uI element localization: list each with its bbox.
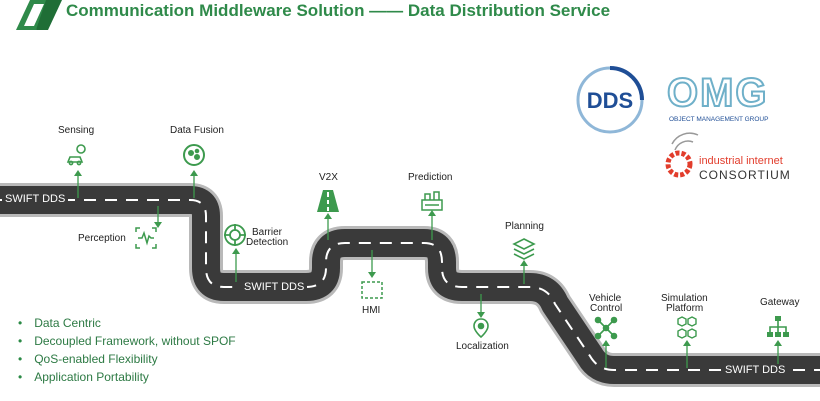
feature-item: •Data Centric xyxy=(18,316,101,330)
node-label-hmi: HMI xyxy=(362,305,381,316)
localization-icon xyxy=(473,318,489,339)
node-label-simulation-platform-1: Simulation xyxy=(661,293,708,304)
road-label-4: SWIFT DDS xyxy=(722,364,789,377)
road-label-2: SWIFT DDS xyxy=(241,281,308,294)
gateway-network-icon xyxy=(767,316,789,337)
node-label-v2x: V2X xyxy=(319,172,338,183)
node-label-perception: Perception xyxy=(78,233,126,244)
v2x-road-icon xyxy=(317,190,339,212)
dds-logo: DDS xyxy=(576,66,644,134)
node-label-barrier-detection-2: Detection xyxy=(246,237,289,248)
iic-logo-line2: CONSORTIUM xyxy=(699,168,791,182)
feature-list: •Data Centric •Decoupled Framework, with… xyxy=(18,314,236,386)
vehicle-control-icon xyxy=(594,316,618,340)
node-label-sensing: Sensing xyxy=(58,125,95,136)
hmi-screen-icon xyxy=(361,281,383,299)
data-fusion-icon xyxy=(183,144,205,166)
node-label-data-fusion: Data Fusion xyxy=(170,125,224,136)
dds-logo-text: DDS xyxy=(587,88,633,113)
road-label-1: SWIFT DDS xyxy=(2,193,69,206)
prediction-icon xyxy=(421,191,443,211)
feature-item: •Decoupled Framework, without SPOF xyxy=(18,334,236,348)
simulation-platform-icon xyxy=(677,316,697,339)
node-label-vehicle-control-2: Control xyxy=(590,303,623,314)
partner-logos: DDS OMG OBJECT MANAGEMENT GROUP industri… xyxy=(576,66,791,182)
iic-logo-line1: industrial internet xyxy=(699,155,783,167)
feature-item: •Application Portability xyxy=(18,370,149,384)
planning-layers-icon xyxy=(512,238,536,260)
perception-icon xyxy=(135,227,157,249)
sensing-icon xyxy=(66,144,86,166)
node-label-localization: Localization xyxy=(456,341,509,352)
feature-item: •QoS-enabled Flexibility xyxy=(18,352,158,366)
iic-logo: industrial internet CONSORTIUM xyxy=(665,132,791,182)
omg-logo: OMG OBJECT MANAGEMENT GROUP xyxy=(666,70,769,123)
node-label-prediction: Prediction xyxy=(408,172,453,183)
node-label-simulation-platform-2: Platform xyxy=(666,303,704,314)
node-label-vehicle-control-1: Vehicle xyxy=(589,293,622,304)
node-label-gateway: Gateway xyxy=(760,297,800,308)
page-title: Communication Middleware Solution —— Dat… xyxy=(66,1,611,20)
omg-logo-text: OMG xyxy=(667,71,769,115)
node-label-barrier-detection-1: Barrier xyxy=(252,227,283,238)
omg-logo-subtitle: OBJECT MANAGEMENT GROUP xyxy=(669,116,768,123)
node-label-planning: Planning xyxy=(505,221,544,232)
company-logo xyxy=(16,0,62,30)
barrier-detection-icon xyxy=(224,224,246,246)
